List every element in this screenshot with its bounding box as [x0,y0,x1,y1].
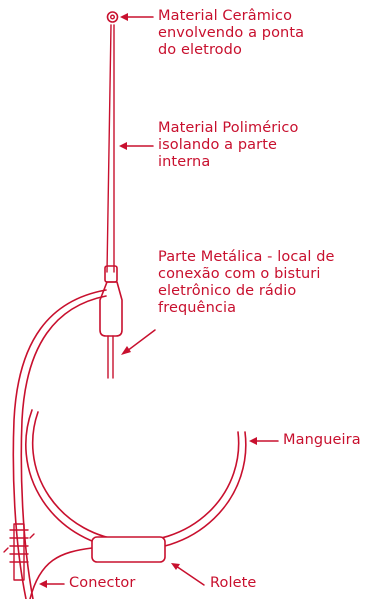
handle-stub [107,335,114,379]
roller-shape [91,536,166,563]
arrow-hose [249,437,279,445]
arrow-ceramic [120,13,154,21]
label-ceramic: Material Cerâmico envolvendo a ponta do … [158,8,305,58]
cable-upper-inner [20,295,107,599]
ceramic-tip-icon [106,11,119,23]
cable-lower [29,547,93,599]
metal-handle [99,281,123,337]
ceramic-tip-core [109,14,115,20]
label-polymer: Material Polimérico isolando a parte int… [158,120,299,170]
label-hose: Mangueira [283,432,361,448]
arrow-roller [171,563,205,586]
cable-upper-outer [12,289,107,599]
label-metal: Parte Metálica - local de conexão com o … [158,249,335,316]
connector-plug-icon [3,523,35,581]
hose-loop [25,409,247,551]
hose-loop-inner [31,411,240,542]
label-connector: Conector [69,575,136,591]
label-roller: Rolete [210,575,257,591]
arrow-metal [121,329,156,355]
arrow-polymer [119,142,154,150]
arrow-connector [39,580,65,588]
electrode-rod [106,24,115,273]
